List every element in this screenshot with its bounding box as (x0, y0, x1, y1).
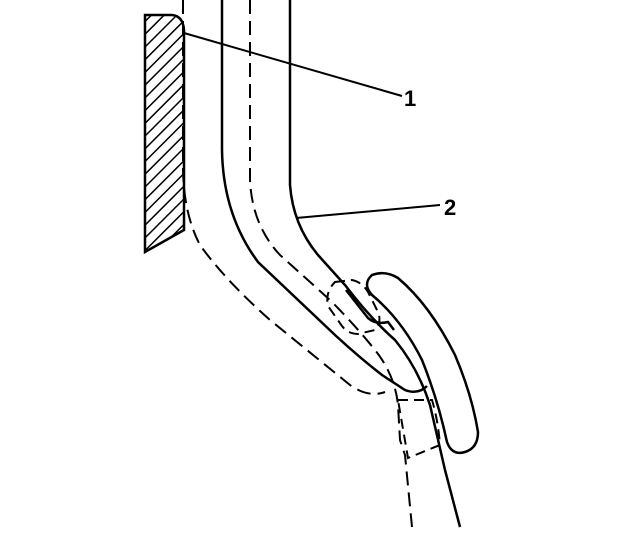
alternate-position-outline (182, 0, 386, 395)
alternate-lower-pad-outline (396, 399, 442, 460)
fixed-wall-hatched (143, 13, 186, 255)
pedal-clip (345, 289, 395, 331)
pedal-arm-right-edge (288, 0, 462, 528)
callout-1-label: 1 (404, 86, 416, 111)
pedal-pad (365, 271, 480, 455)
callout-1-leader (183, 32, 403, 97)
callout-2-leader (295, 204, 441, 219)
alternate-pad-outline (326, 278, 381, 336)
callout-2-label: 2 (444, 195, 456, 220)
pedal-arm-left-edge (220, 0, 428, 394)
alternate-position-arm (249, 0, 413, 528)
